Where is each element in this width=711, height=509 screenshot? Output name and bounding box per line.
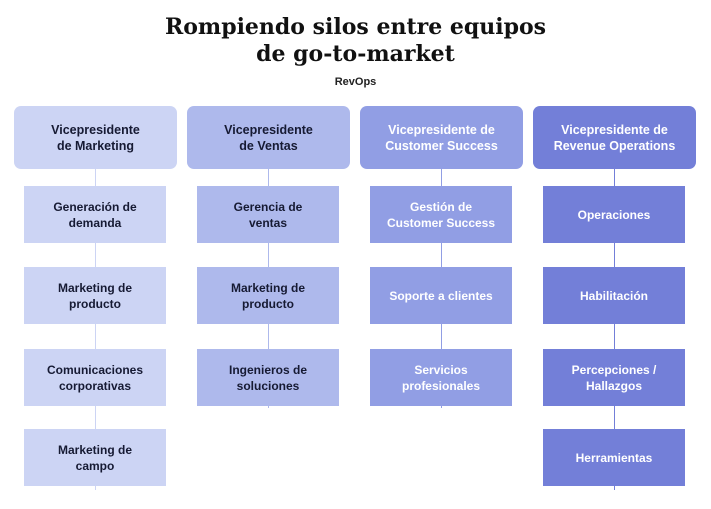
connector-line bbox=[614, 166, 615, 490]
column-marketing: Vicepresidente de Marketing Generación d… bbox=[14, 106, 177, 496]
box-gestion-customer-success: Gestión de Customer Success bbox=[370, 186, 512, 243]
box-herramientas: Herramientas bbox=[543, 429, 685, 486]
column-revenue-operations: Vicepresidente de Revenue Operations Ope… bbox=[533, 106, 696, 496]
box-marketing-campo: Marketing de campo bbox=[24, 429, 166, 486]
box-soporte-clientes: Soporte a clientes bbox=[370, 267, 512, 324]
box-gerencia-ventas: Gerencia de ventas bbox=[197, 186, 339, 243]
box-percepciones-hallazgos: Percepciones / Hallazgos bbox=[543, 349, 685, 406]
head-vp-ventas: Vicepresidente de Ventas bbox=[187, 106, 350, 169]
box-habilitacion: Habilitación bbox=[543, 267, 685, 324]
box-generacion-demanda: Generación de demanda bbox=[24, 186, 166, 243]
head-vp-revenue-operations: Vicepresidente de Revenue Operations bbox=[533, 106, 696, 169]
box-marketing-producto: Marketing de producto bbox=[197, 267, 339, 324]
column-ventas: Vicepresidente de Ventas Gerencia de ven… bbox=[187, 106, 350, 496]
box-ingenieros-soluciones: Ingenieros de soluciones bbox=[197, 349, 339, 406]
diagram-title: Rompiendo silos entre equipos de go-to-m… bbox=[164, 14, 547, 67]
column-customer-success: Vicepresidente de Customer Success Gesti… bbox=[360, 106, 523, 496]
diagram-subtitle: RevOps bbox=[334, 76, 377, 88]
box-operaciones: Operaciones bbox=[543, 186, 685, 243]
head-vp-marketing: Vicepresidente de Marketing bbox=[14, 106, 177, 169]
head-vp-customer-success: Vicepresidente de Customer Success bbox=[360, 106, 523, 169]
box-comunicaciones-corporativas: Comunicaciones corporativas bbox=[24, 349, 166, 406]
connector-line bbox=[95, 166, 96, 490]
box-marketing-producto: Marketing de producto bbox=[24, 267, 166, 324]
box-servicios-profesionales: Servicios profesionales bbox=[370, 349, 512, 406]
